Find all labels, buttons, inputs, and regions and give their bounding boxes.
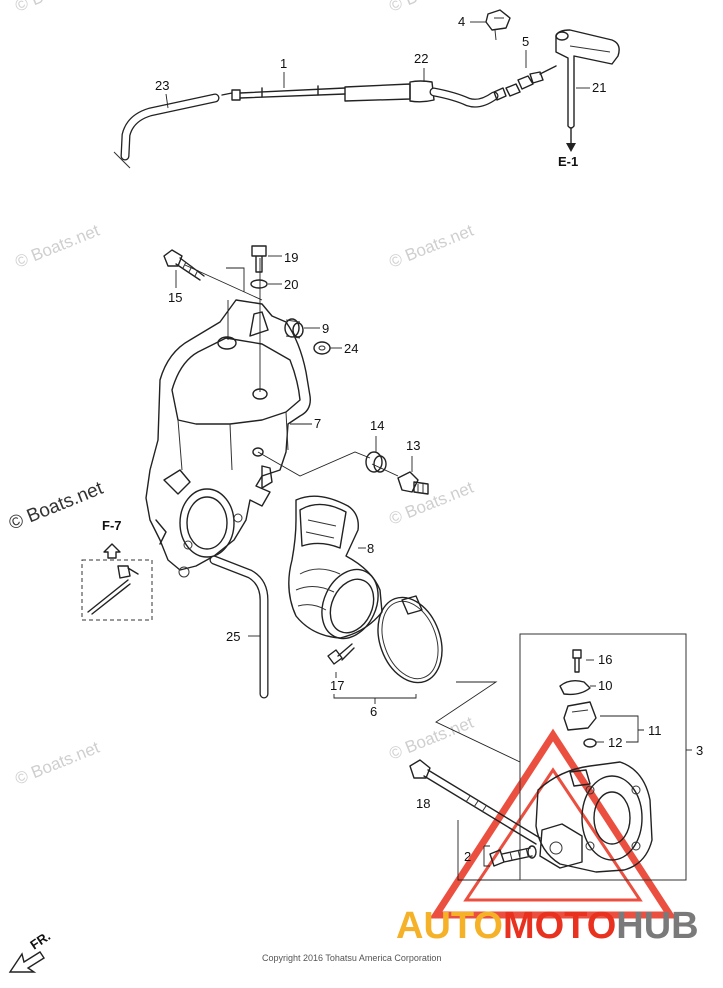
label-15: 15 [168,290,182,305]
label-18: 18 [416,796,430,811]
label-12: 12 [608,735,622,750]
label-10: 10 [598,678,612,693]
label-8: 8 [367,541,374,556]
watermarks: © Boats.net © Boats.net © Boats.net © Bo… [12,0,476,789]
label-24: 24 [344,341,358,356]
label-7: 7 [314,416,321,431]
throttle-body-3 [429,633,692,919]
label-6: 6 [370,704,377,719]
leader-clamp-to-body [435,681,521,763]
front-arrow [8,951,45,973]
collar-24 [313,341,331,355]
label-20: 20 [284,277,298,292]
label-3: 3 [696,743,703,758]
label-17: 17 [330,678,344,693]
brand-logo-triangle [429,728,677,919]
grommet-14 [365,451,387,473]
label-19: 19 [284,250,298,265]
sensor-13 [397,471,429,495]
f7-reference-box [81,543,153,621]
label-25: 25 [226,629,240,644]
throttle-body-frame [519,633,687,881]
hose-25 [209,555,269,699]
brand-part-1: AUTO [396,905,503,947]
label-14: 14 [370,418,384,433]
clamp-6 [377,595,443,684]
watermark-dark: © Boats.net [6,478,107,535]
label-fr: FR. [27,928,53,952]
bracket-6-17 [333,694,417,704]
watermark-4: © Boats.net [386,713,476,764]
label-2: 2 [464,849,471,864]
label-13: 13 [406,438,420,453]
bolt-19 [251,245,267,273]
label-1: 1 [280,56,287,71]
label-5: 5 [522,34,529,49]
label-16: 16 [598,652,612,667]
label-23: 23 [155,78,169,93]
label-22: 22 [414,51,428,66]
ref-f7: F-7 [102,518,122,533]
top-hose-assembly [113,9,620,169]
airbox-leaders [184,258,399,477]
grommet-9 [284,318,304,339]
label-9: 9 [322,321,329,336]
bolt-15 [163,249,205,281]
watermark-2: © Boats.net [386,221,476,272]
watermark-7: © Boats.net [12,0,102,16]
brand-part-3: HUB [616,905,698,947]
screw-17 [327,643,355,665]
copyright-text: Copyright 2016 Tohatsu America Corporati… [262,953,441,963]
watermark-5: © Boats.net [12,738,102,789]
brand-part-2: MOTO [503,905,616,947]
label-11: 11 [648,723,662,738]
watermark-1: © Boats.net [12,221,102,272]
washer-20 [250,279,268,289]
brand-wordmark: AUTOMOTOHUB [396,905,699,947]
bolt-18 [409,759,541,845]
intake-duct-8 [288,495,383,640]
label-21: 21 [592,80,606,95]
air-box-7 [145,299,311,578]
ref-e1: E-1 [558,154,578,169]
label-4: 4 [458,14,465,29]
